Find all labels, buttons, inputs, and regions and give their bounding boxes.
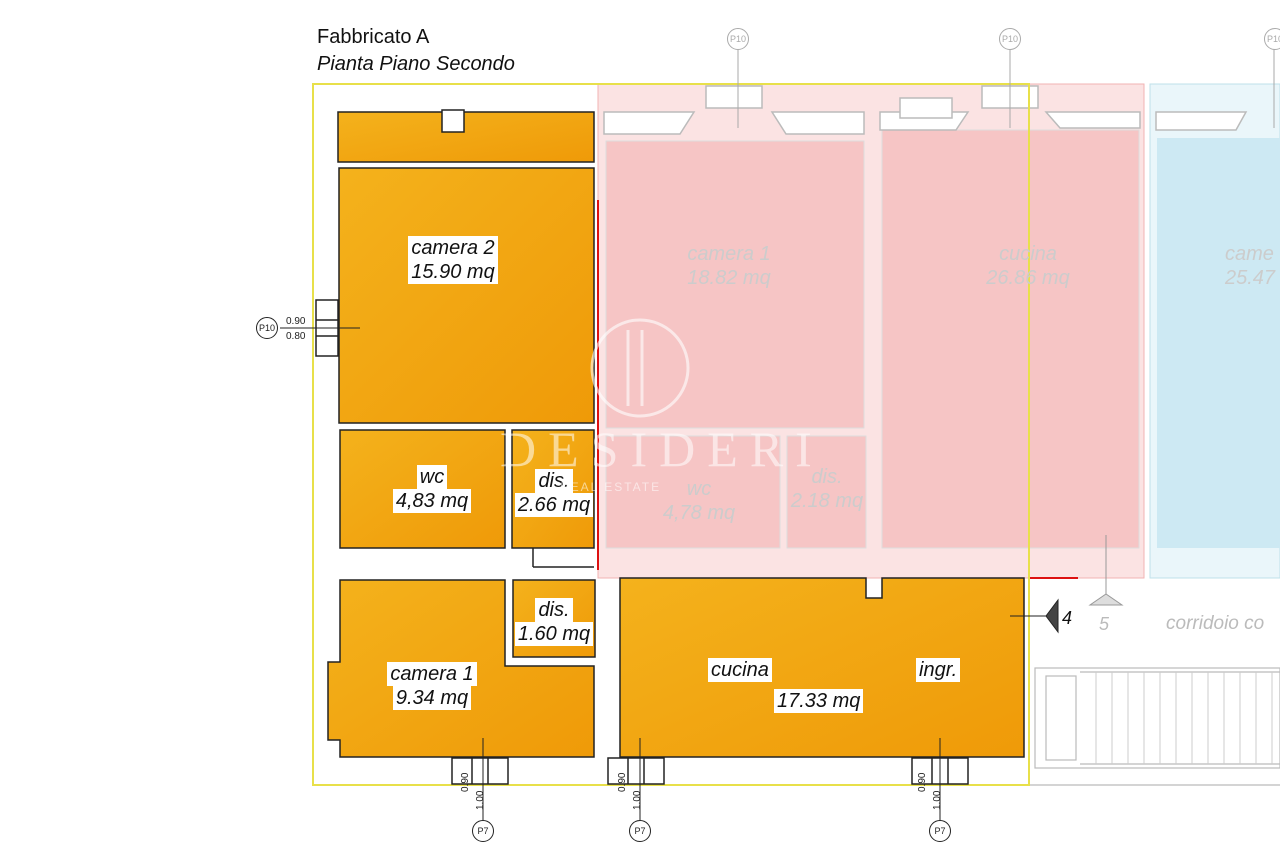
room-area: 25.47 [1225,267,1276,289]
neighbor-room-wc [605,435,781,549]
window-height: 0.90 [286,316,306,327]
neighbor-room-dis [786,435,867,549]
room-label-camera1: camera 1 9.34 mq [380,662,484,710]
room-label-cucina: cucina [708,658,772,682]
window-tag-p7: P7 [629,820,651,842]
room-top-strip [337,111,595,163]
corridor-label: corridoio co [1166,613,1265,634]
window-height: 0.90 [917,772,928,792]
watermark-logo [590,318,690,418]
room-name: cucina [999,243,1057,265]
room-name: dis. [535,598,573,622]
room-area: 18.82 mq [687,267,771,289]
window-tag-p7: P7 [472,820,494,842]
window-height: 0.90 [617,772,628,792]
stair-treads [1095,672,1273,764]
neighbor-room-blue [1157,138,1280,548]
window-tag-p7: P7 [929,820,951,842]
marker-5-label: 5 [1099,614,1110,634]
watermark-tagline: REAL ESTATE [560,480,662,494]
room-label-camera2: camera 2 15.90 mq [398,236,508,284]
room-label-ingresso: ingr. [916,658,961,682]
marker-5-symbol [1088,535,1124,606]
window-height: 0.80 [286,331,306,342]
room-name: camera 1 [387,662,477,686]
room-name: wc [416,465,448,489]
room-name: wc [686,478,712,500]
room-name: ingr. [916,658,961,682]
room-area: 26.86 mq [986,267,1070,289]
unit-outline [312,83,1030,786]
neighbor-section-lines [737,48,1275,128]
neighbor-label-wc: wc 4,78 mq [650,477,748,525]
room-label-wc: wc 4,83 mq [382,465,482,513]
window-height: 1.00 [932,790,943,810]
room-area: 15.90 mq [408,260,498,284]
window-tag-p10: P10 [256,317,278,339]
floor-title: Pianta Piano Secondo [317,53,515,75]
window-height: 1.00 [475,790,486,810]
room-area: 9.34 mq [392,686,472,710]
neighbor-room-cucina [881,129,1140,549]
room-area: 1.60 mq [514,622,594,646]
neighbor-label-dis: dis. 2.18 mq [780,465,874,513]
room-name: camera 2 [408,236,498,260]
walls [532,548,594,568]
marker-4-label: 4 [1062,608,1073,628]
window-height: 0.90 [460,772,471,792]
room-area-cucina: 17.33 mq [774,689,864,713]
room-name: dis. [811,466,843,488]
watermark-brand: DESIDERI [500,421,824,477]
window-tag-p10: P10 [1264,28,1280,50]
room-area: 4,78 mq [662,502,736,524]
window-height: 1.00 [632,790,643,810]
neighbor-stairs [1030,667,1280,786]
building-title: Fabbricato A [317,26,430,48]
room-label-dis-1: dis. 2.66 mq [508,469,600,517]
room-area: 2.18 mq [790,490,864,512]
room-area: 17.33 mq [774,689,864,713]
room-camera2 [338,167,595,424]
neighbor-label-cucina: cucina 26.86 mq [966,242,1090,290]
room-name: camera 1 [687,243,771,265]
room-name: dis. [535,469,573,493]
marker-4-symbol [1045,598,1059,634]
room-name: came [1225,243,1274,265]
neighbor-room-camera1 [605,140,865,429]
window-tag-p10: P10 [999,28,1021,50]
window-tag-p10: P10 [727,28,749,50]
neighbor-windows [603,85,1248,135]
room-name: cucina [708,658,772,682]
room-area: 4,83 mq [392,489,472,513]
section-lines [280,327,1048,820]
room-area: 2.66 mq [514,493,594,517]
neighbor-label-camera1: camera 1 18.82 mq [674,242,784,290]
room-label-dis-2: dis. 1.60 mq [508,598,600,646]
neighbor-label-camera-cut: came 25.47 [1222,242,1278,290]
top-strip-notch [441,109,465,133]
room-cucina [619,577,1025,758]
